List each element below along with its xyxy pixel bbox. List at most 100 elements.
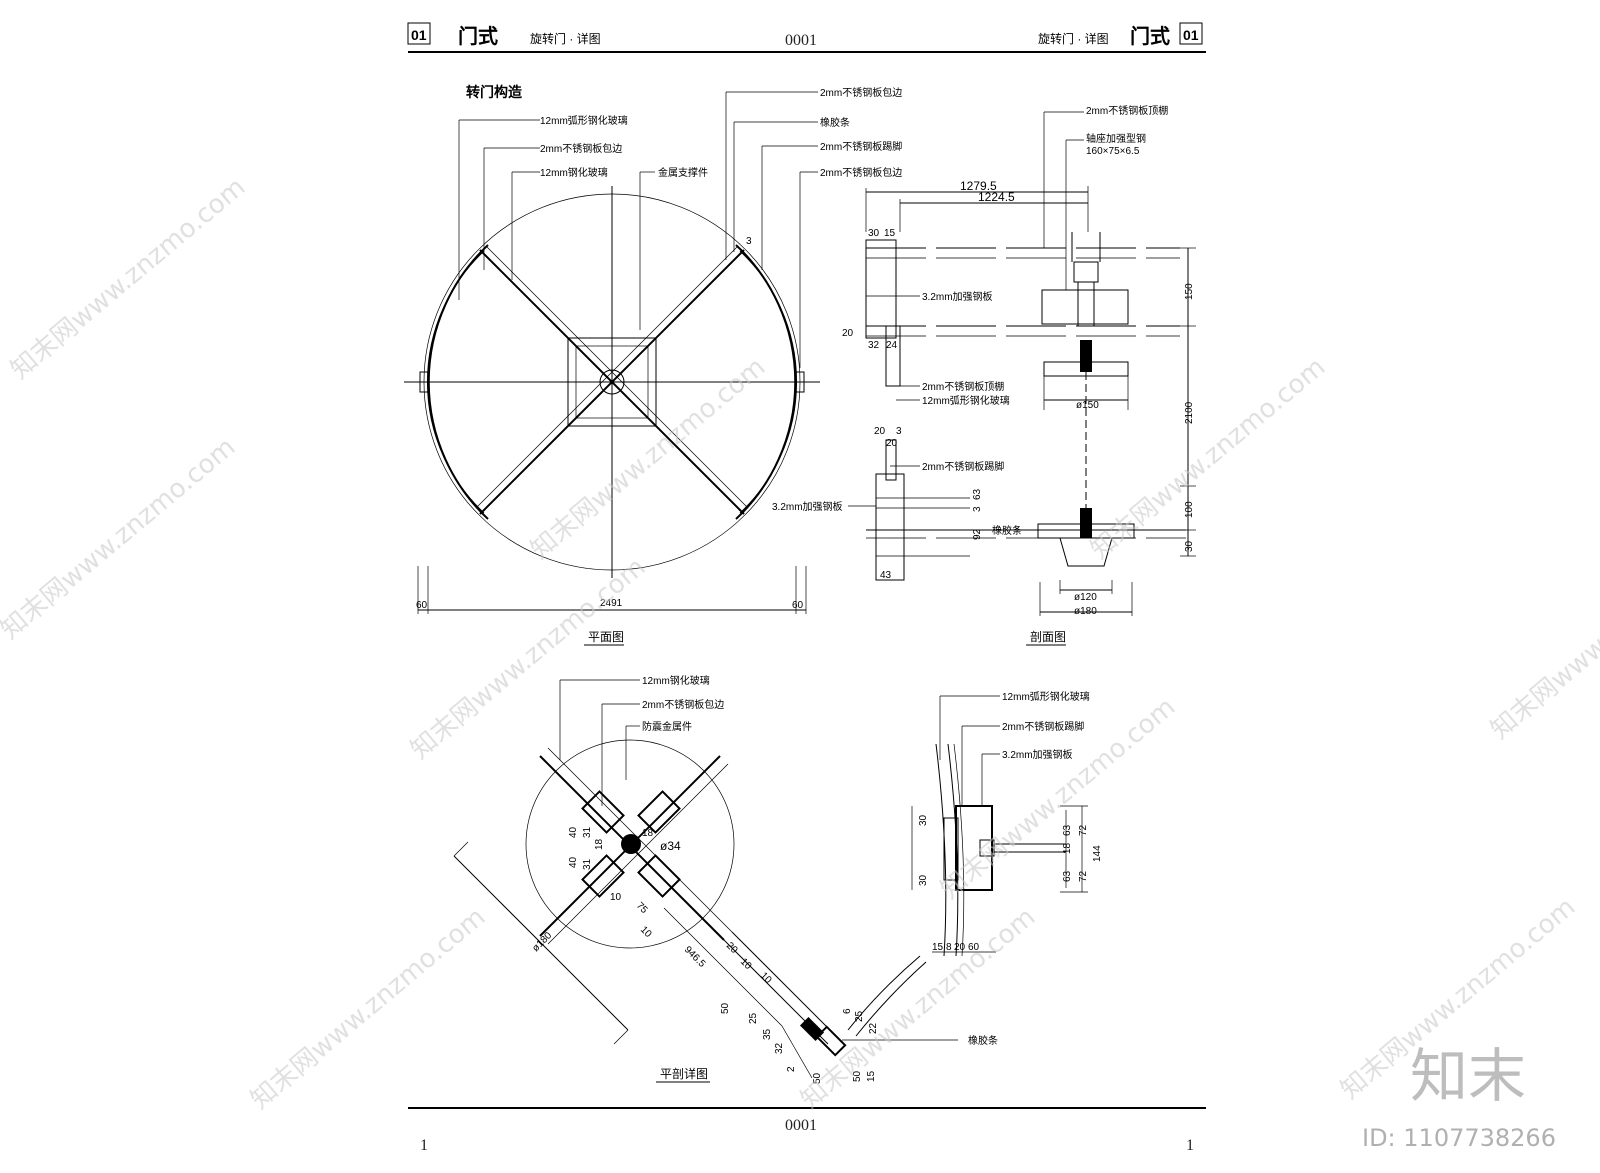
detail-dim-1: 40 — [568, 826, 579, 838]
detail-clamp-1 — [581, 790, 625, 834]
detail-dim-8: 75 — [634, 900, 650, 916]
detail-dim-dia180: ø180 — [530, 930, 554, 954]
glass-label-1: 12mm弧形钢化玻璃 — [1002, 690, 1090, 703]
glass-dim-8: 72 — [1078, 870, 1089, 882]
glass-dim-11: 20 — [954, 942, 966, 953]
watermark-text-7: 知末网www.znzmo.com — [245, 902, 491, 1115]
detail-dim-23: 15 — [866, 1070, 877, 1082]
detail-dim-12: 10 — [758, 970, 774, 986]
section-label-8: 3.2mm加强钢板 — [772, 500, 843, 513]
detail-dim-dia34: ø34 — [660, 839, 681, 853]
section-dim-j: 20 — [886, 438, 898, 449]
watermark-text-3: 知末网www.znzmo.com — [1085, 352, 1331, 565]
plan-right-jamb — [795, 371, 805, 393]
plan-label-8: 2mm不锈钢板包边 — [820, 166, 902, 179]
plan-label-7: 2mm不锈钢板踢脚 — [820, 140, 902, 153]
detail-caption: 平剖详图 — [660, 1066, 708, 1081]
detail-dim-14: 25 — [748, 1012, 759, 1024]
glass-dim-5: 18 — [1062, 842, 1073, 854]
watermark-text-4: 知末网www.znzmo.com — [0, 432, 241, 645]
watermark-id: ID: 1107738266 — [1362, 1124, 1556, 1152]
watermark-text-8: 知末网www.znzmo.com — [795, 902, 1041, 1115]
detail-dim-17: 2 — [786, 1066, 797, 1072]
section-pivot-pin-top — [1080, 340, 1092, 372]
glass-edge-detail: 12mm弧形钢化玻璃 2mm不锈钢板踢脚 3.2mm加强钢板 30 30 63 … — [911, 690, 1103, 957]
section-dim-k: 63 — [972, 488, 983, 500]
section-dim-v30: 30 — [1184, 540, 1195, 552]
glass-dim-9: 15 — [932, 942, 944, 953]
section-pivot-pin-bottom — [1080, 508, 1092, 538]
glass-dim-4: 72 — [1078, 824, 1089, 836]
plan-label-1: 12mm弧形钢化玻璃 — [540, 114, 628, 127]
plan-dim-total: 2491 — [600, 598, 623, 609]
section-dim-180: ø180 — [1074, 606, 1097, 617]
detail-dim-6: 18 — [642, 828, 654, 839]
detail-dim-20: 25 — [854, 1010, 865, 1022]
section-label-7: 2mm不锈钢板踢脚 — [922, 460, 1004, 473]
glass-dim-2: 30 — [918, 874, 929, 886]
detail-dim-7: 10 — [610, 892, 622, 903]
section-glass-top — [885, 325, 901, 387]
section-dim-m: 92 — [972, 528, 983, 540]
plan-view: 转门构造 1 — [404, 84, 902, 646]
detail-dim-18: 50 — [812, 1072, 823, 1084]
glass-edge-profile — [955, 805, 993, 891]
glass-dim-3: 63 — [1062, 824, 1073, 836]
section-dim-c: 30 — [868, 228, 880, 239]
section-left-profile — [865, 239, 897, 339]
section-dim-v150: 150 — [1184, 283, 1195, 300]
detail-clamp-3 — [581, 854, 625, 898]
section-dim-n: 43 — [880, 570, 892, 581]
section-label-9: 橡胶条 — [992, 524, 1022, 537]
title-right: 门式 — [1130, 24, 1170, 48]
section-caption: 剖面图 — [1030, 630, 1066, 644]
title-block-header: 01 门式 旋转门 · 详图 0001 旋转门 · 详图 门式 01 — [407, 22, 1206, 53]
title-left: 门式 — [458, 24, 498, 48]
section-label-6: 12mm弧形钢化玻璃 — [922, 394, 1010, 407]
plan-caption: 平面图 — [588, 630, 624, 644]
detail-clamp-4 — [637, 854, 681, 898]
watermark-text-10: 知末网www.znzmo.com — [1485, 532, 1600, 745]
detail-dim-13: 50 — [720, 1002, 731, 1014]
plan-mark: 3 — [746, 236, 752, 247]
detail-dim-2: 40 — [568, 856, 579, 868]
section-dim-d: 15 — [884, 228, 896, 239]
sheet-number-right: 01 — [1183, 27, 1199, 43]
detail-label-1: 12mm钢化玻璃 — [642, 674, 710, 687]
section-dim-150: ø150 — [1076, 400, 1099, 411]
sheet-number-box-right — [1179, 22, 1203, 45]
section-dim-b: 1224.5 — [978, 190, 1015, 204]
plan-left-jamb — [419, 371, 429, 393]
glass-label-2: 2mm不锈钢板踢脚 — [1002, 720, 1084, 733]
glass-dim-12: 60 — [968, 942, 980, 953]
detail-clamp-2 — [637, 790, 681, 834]
section-dim-h: 20 — [874, 426, 886, 437]
drawing-number-bottom: 0001 — [785, 1117, 817, 1134]
plan-label-3: 12mm钢化玻璃 — [540, 166, 608, 179]
detail-label-4: 橡胶条 — [968, 1034, 998, 1047]
watermark-brand-logo: 知末 — [1410, 1042, 1526, 1110]
sheet-number-left: 01 — [411, 27, 427, 43]
plan-label-6: 橡胶条 — [820, 116, 850, 129]
plan-section-title: 转门构造 — [466, 84, 522, 100]
detail-dim-16: 32 — [774, 1042, 785, 1054]
section-dim-e: 20 — [842, 328, 854, 339]
detail-dim-11: 10 — [738, 956, 754, 972]
section-label-2: 轴座加强型钢 — [1086, 132, 1146, 145]
detail-dim-22: 50 — [852, 1070, 863, 1082]
detail-dim-4: 31 — [582, 858, 593, 870]
detail-dim-19: 6 — [842, 1008, 853, 1014]
subtitle-right: 旋转门 · 详图 — [1038, 31, 1109, 46]
detail-circle — [525, 739, 735, 949]
section-dim-f: 32 — [868, 340, 880, 351]
glass-dim-6: 144 — [1092, 845, 1103, 862]
section-label-3: 160×75×6.5 — [1086, 146, 1140, 157]
section-kickplate — [875, 473, 905, 581]
section-dim-v2100: 2100 — [1184, 401, 1195, 424]
section-view: 1279.5 1224.5 30 15 20 32 24 ø150 — [772, 104, 1196, 646]
detail-dim-9: 10 — [638, 924, 654, 940]
drawing-number-top: 0001 — [785, 32, 817, 49]
section-label-1: 2mm不锈钢板顶棚 — [1086, 104, 1168, 117]
plan-label-4: 金属支撑件 — [658, 166, 708, 179]
